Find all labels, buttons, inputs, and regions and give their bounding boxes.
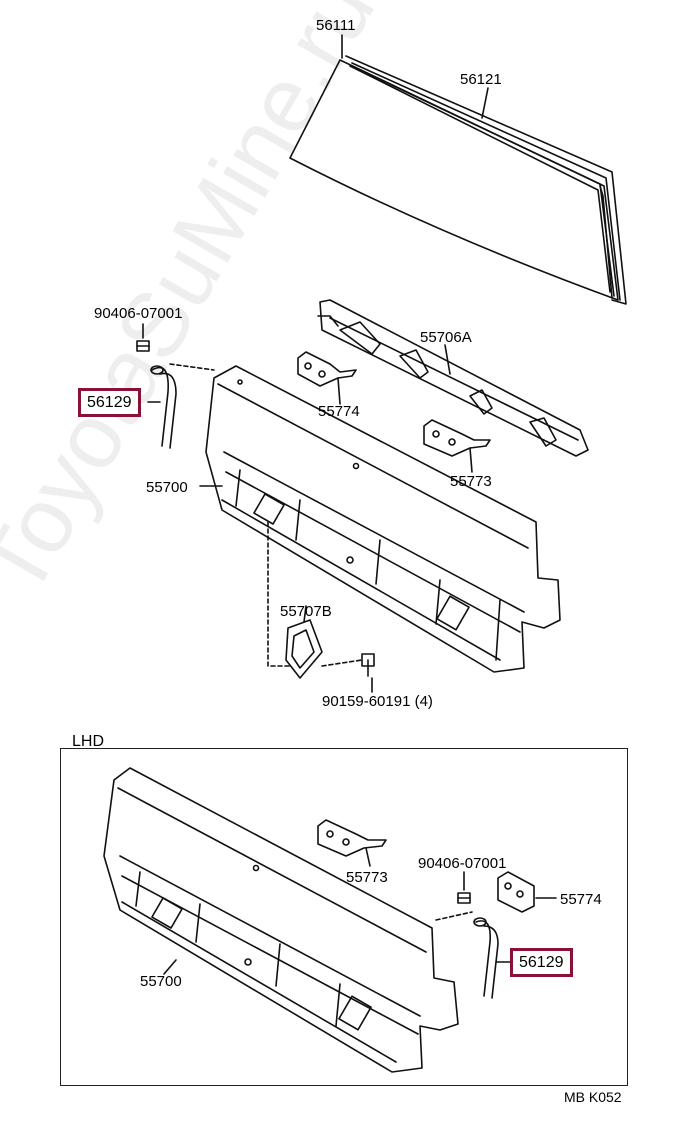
back-panel-55700-top xyxy=(205,365,561,673)
leader-55706a xyxy=(444,344,451,375)
label-55773-lhd: 55773 xyxy=(346,869,388,886)
leader-55707b xyxy=(303,605,307,623)
screw-dashed-link xyxy=(321,659,363,667)
bracket-55773-lhd xyxy=(317,819,387,857)
hose-dashed-link-top xyxy=(169,363,215,371)
hose-top xyxy=(150,365,177,449)
plate-55707b xyxy=(285,619,323,679)
bracket-55774-lhd xyxy=(497,871,535,913)
label-56129-top-highlight[interactable]: 56129 xyxy=(78,388,141,417)
label-90406-07001-top: 90406-07001 xyxy=(94,305,183,322)
label-55774-lhd: 55774 xyxy=(560,891,602,908)
label-56111: 56111 xyxy=(316,17,356,34)
bolt-lhd xyxy=(457,892,471,904)
label-55773-top: 55773 xyxy=(450,473,492,490)
label-56129-lhd-highlight[interactable]: 56129 xyxy=(510,948,573,977)
weatherstrip xyxy=(345,55,627,305)
label-55700-lhd: 55700 xyxy=(140,973,182,990)
diagram-code: MB K052 xyxy=(564,1089,622,1105)
label-90159-60191: 90159-60191 (4) xyxy=(322,693,433,710)
leader-55700-lhd xyxy=(163,959,177,975)
leader-56121 xyxy=(481,87,489,119)
plate-dashed-link xyxy=(267,521,291,667)
upper-back-panel xyxy=(317,299,589,457)
lhd-frame xyxy=(60,748,628,1086)
back-panel-55700-lhd xyxy=(103,767,459,1073)
screw xyxy=(361,653,375,677)
hose-lhd xyxy=(473,917,499,999)
leader-55773-top xyxy=(469,447,473,473)
label-55700-top: 55700 xyxy=(146,479,188,496)
bolt-top xyxy=(136,340,150,352)
label-90406-07001-lhd: 90406-07001 xyxy=(418,855,507,872)
label-55707b: 55707B xyxy=(280,603,332,620)
label-55774-top: 55774 xyxy=(318,403,360,420)
label-lhd: LHD xyxy=(72,733,105,750)
label-56121: 56121 xyxy=(460,71,502,88)
bracket-55774-top xyxy=(297,351,357,387)
hose-dashed-link-lhd xyxy=(435,911,473,921)
bracket-55773-top xyxy=(423,419,491,457)
back-window-glass xyxy=(289,59,619,301)
leader-55774-top xyxy=(337,377,341,405)
leader-55773-lhd xyxy=(365,847,371,867)
label-55706a: 55706A xyxy=(420,329,472,346)
